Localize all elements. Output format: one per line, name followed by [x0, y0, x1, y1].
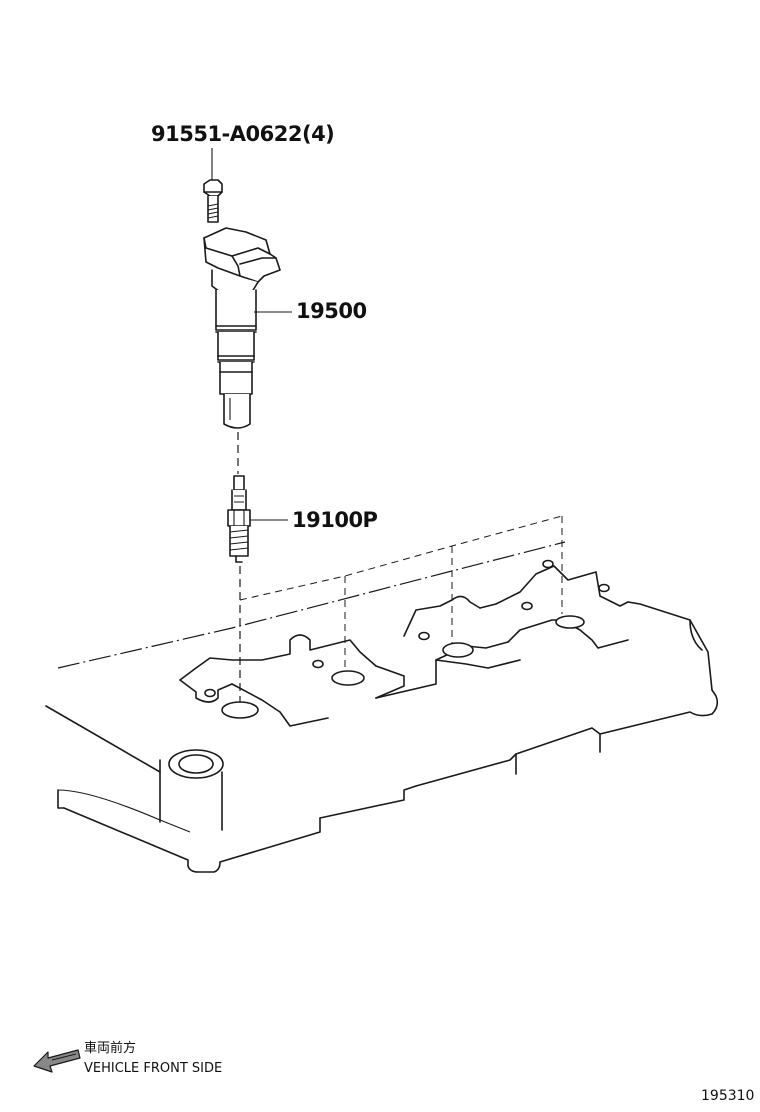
spark-plug-part [227, 475, 251, 563]
vehicle-front-label-en: VEHICLE FRONT SIDE [84, 1061, 222, 1076]
cylinder-head-cover [45, 515, 719, 873]
vehicle-front-label-jp: 車両前方 [84, 1040, 136, 1056]
bolt-part [203, 179, 223, 223]
bolt-callout: 91551-A0622(4) [151, 122, 334, 146]
arrow-left-icon [33, 1049, 81, 1073]
spark-plug-callout: 19100P [292, 508, 378, 532]
figure-number: 195310 [701, 1088, 754, 1104]
ignition-coil-callout: 19500 [296, 299, 367, 323]
ignition-coil-part [203, 227, 281, 429]
